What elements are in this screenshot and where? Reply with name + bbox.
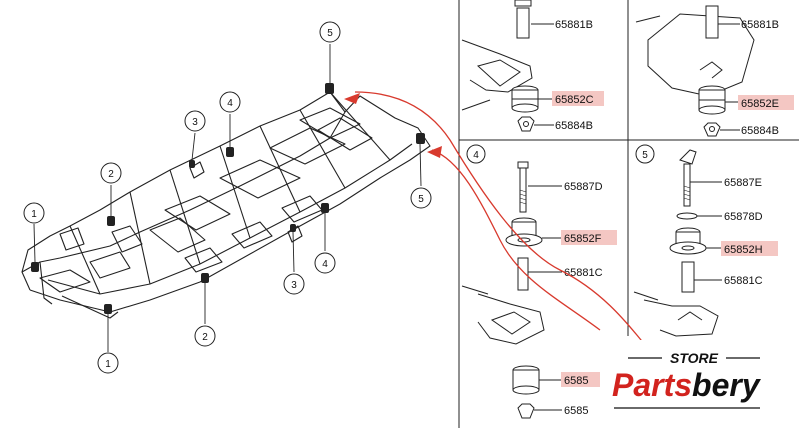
- bushing-65852H: [669, 227, 707, 255]
- callout-number: 2: [202, 332, 208, 343]
- highlight-cut: [561, 372, 601, 387]
- callout-leaders: [33, 44, 422, 352]
- logo-store-text: STORE: [670, 350, 719, 366]
- part-number-65884B-right: 65884B: [741, 125, 779, 137]
- nut-65884B: [517, 116, 535, 132]
- callout-5-right: 5: [410, 187, 432, 209]
- callout-number: 3: [291, 280, 297, 291]
- red-annotation-arrows: [354, 91, 646, 346]
- detail-bottom-left-4: 4 65887D 65852F 65881C: [461, 144, 617, 419]
- logo-brand-part2: bery: [692, 367, 762, 403]
- callout-2-right: 2: [194, 325, 216, 347]
- callout-2-left: 2: [100, 162, 122, 184]
- highlight-65852E: [738, 95, 794, 110]
- detail-top-left: 65881B 65852C 65884B: [461, 0, 604, 132]
- callout-number: 1: [105, 359, 111, 370]
- detail-bottom-right-5: 5 65887E 65878D 65852H 65881C: [633, 144, 778, 337]
- part-number-65881C-right: 65881C: [724, 275, 763, 287]
- detail-label-4: 4: [473, 150, 479, 161]
- callout-5-left: 5: [319, 21, 341, 43]
- callout-number: 1: [31, 209, 37, 220]
- part-number-65852H: 65852H: [724, 244, 763, 256]
- callout-number: 4: [227, 98, 233, 109]
- bushing-lower-cut: [512, 365, 540, 395]
- part-number-65878D: 65878D: [724, 211, 763, 223]
- chassis-frame-drawing: [21, 91, 431, 319]
- part-number-65881B-right: 65881B: [741, 19, 779, 31]
- logo-brand-text: Partsbery: [612, 367, 762, 403]
- partsbery-logo: STORE Partsbery: [600, 340, 799, 428]
- detail-panel-grid: [458, 0, 799, 428]
- callout-number: 4: [322, 259, 328, 270]
- part-number-65887D: 65887D: [564, 181, 603, 193]
- highlight-65852C: [552, 91, 604, 106]
- callout-3-right: 3: [283, 273, 305, 295]
- part-number-65852C: 65852C: [555, 94, 594, 106]
- callout-1-rear-left: 1: [23, 202, 45, 224]
- part-number-65852F: 65852F: [564, 233, 602, 245]
- nut-65884B-right: [703, 122, 721, 137]
- callout-4-left: 4: [219, 91, 241, 113]
- callouts: 1 1 2 2 3 3 4 4: [23, 21, 432, 374]
- logo-brand-part1: Parts: [612, 367, 692, 403]
- highlight-65852F: [561, 230, 617, 245]
- callout-number: 5: [418, 194, 424, 205]
- red-arrowheads: [344, 93, 442, 158]
- callout-3-left: 3: [184, 110, 206, 132]
- part-number-65881B: 65881B: [555, 19, 593, 31]
- callout-4-right: 4: [314, 252, 336, 274]
- part-number-65881C: 65881C: [564, 267, 603, 279]
- part-number-cut-1: 6585: [564, 375, 588, 387]
- bushing-65852C: [511, 85, 539, 113]
- callout-number: 5: [327, 28, 333, 39]
- part-number-65852E: 65852E: [741, 98, 779, 110]
- detail-top-right: 65881B 65852E 65884B: [635, 5, 794, 137]
- highlight-65852H: [721, 241, 778, 256]
- part-number-65887E: 65887E: [724, 177, 762, 189]
- detail-label-5: 5: [642, 150, 648, 161]
- callout-number: 2: [108, 169, 114, 180]
- part-number-65884B: 65884B: [555, 120, 593, 132]
- frame-mount-points: [31, 83, 425, 314]
- bushing-65852E: [698, 85, 726, 115]
- callout-number: 3: [192, 117, 198, 128]
- callout-1-rear-right: 1: [97, 352, 119, 374]
- part-number-cut-2: 6585: [564, 405, 588, 417]
